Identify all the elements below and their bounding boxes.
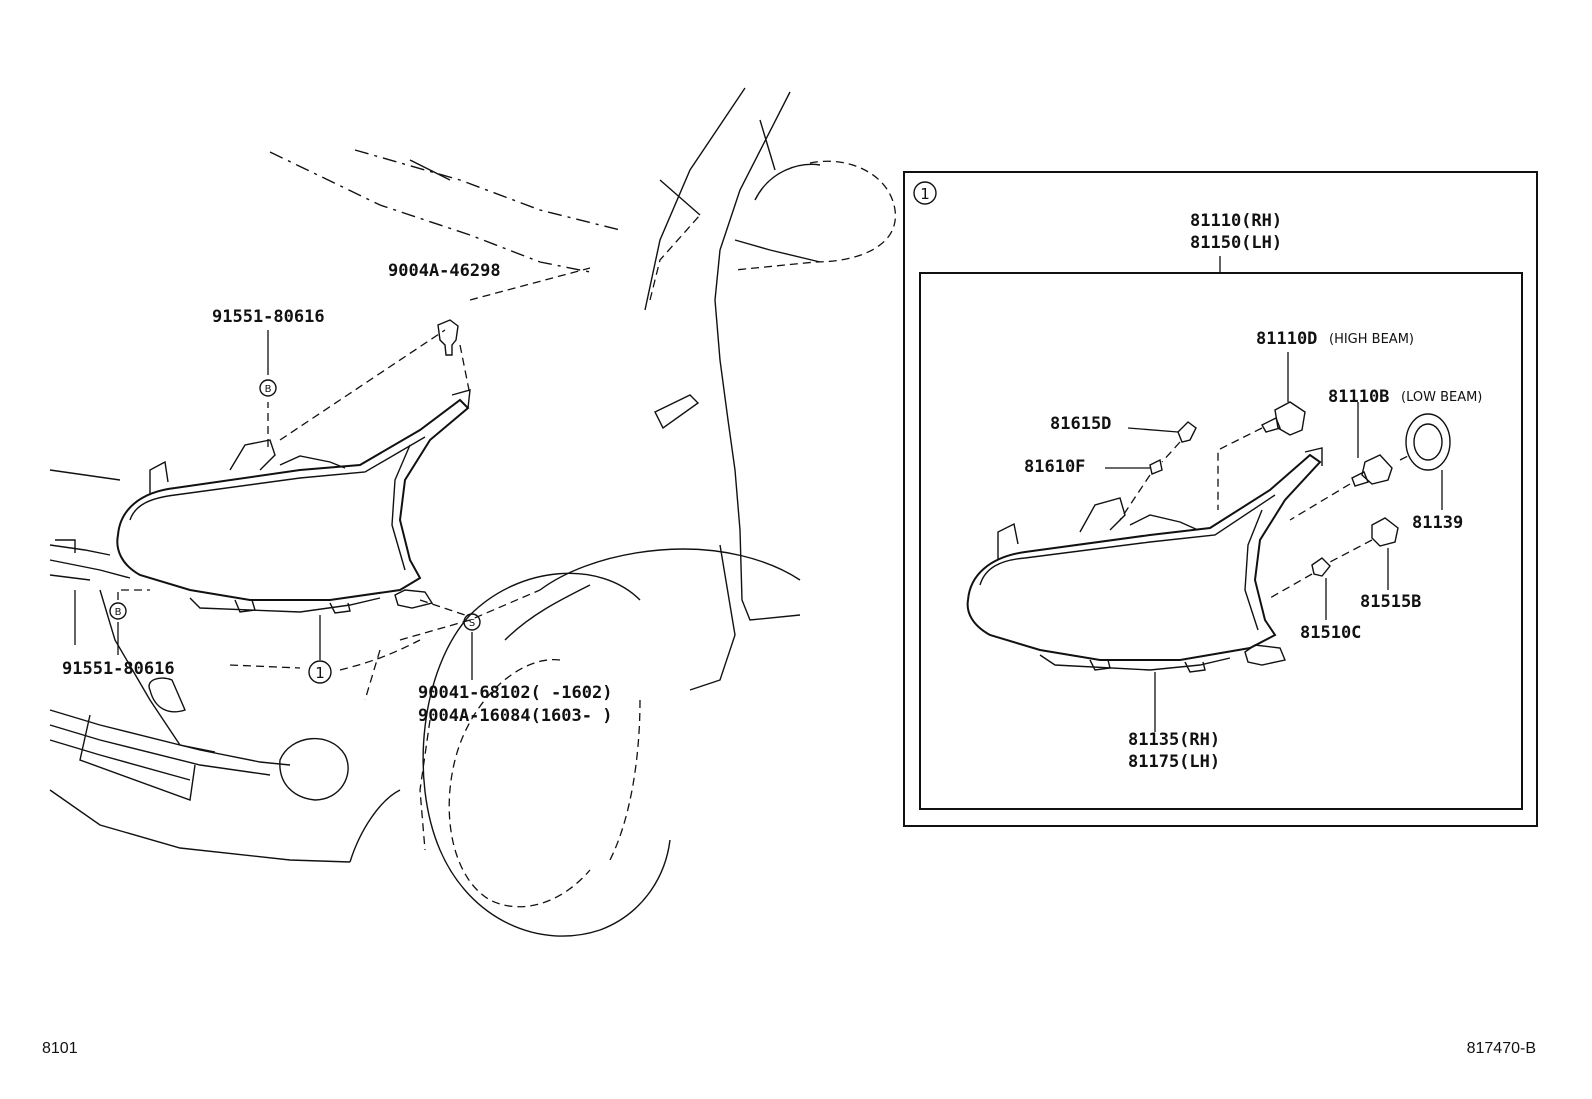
callout-b-top: B — [259, 379, 277, 397]
label-bolt-bottom-left: 91551-80616 — [62, 659, 175, 679]
label-bulb-c: 81510C — [1300, 623, 1361, 643]
label-screw-1: 90041-68102( -1602) — [418, 683, 612, 703]
high-beam-bulb — [1261, 401, 1306, 436]
bulb-c — [1311, 557, 1331, 577]
left-headlamp-assembly — [116, 389, 471, 614]
label-housing-rh: 81135(RH) — [1128, 730, 1220, 750]
label-socket: 81615D — [1050, 414, 1111, 434]
callout-1-left: 1 — [308, 660, 332, 684]
callout-b-bottom: B — [109, 602, 127, 620]
svg-text:B: B — [115, 607, 122, 618]
label-bolt-top-left: 91551-80616 — [212, 307, 325, 327]
label-clip-top: 9004A-46298 — [388, 261, 501, 281]
right-headlamp-housing — [966, 447, 1323, 673]
svg-text:1: 1 — [315, 664, 325, 682]
label-housing-lh: 81175(LH) — [1128, 752, 1220, 772]
label-assy-rh: 81110(RH) — [1190, 211, 1282, 231]
label-low-beam-note: (LOW BEAM) — [1401, 390, 1482, 405]
left-leaders — [74, 267, 591, 680]
label-high-beam-note: (HIGH BEAM) — [1329, 332, 1414, 347]
svg-text:B: B — [265, 384, 272, 395]
label-small-bulb: 81610F — [1024, 457, 1085, 477]
label-cover: 81139 — [1412, 513, 1463, 533]
label-socket-b: 81515B — [1360, 592, 1421, 612]
low-beam-bulb — [1351, 454, 1393, 487]
bulb-cover — [1405, 413, 1451, 471]
vehicle-outline — [49, 87, 896, 937]
svg-text:1: 1 — [920, 185, 930, 203]
clip-part — [437, 319, 459, 356]
socket-b — [1371, 517, 1399, 547]
label-high-beam-num: 81110D — [1256, 329, 1317, 349]
label-screw-2: 9004A-16084(1603- ) — [418, 706, 612, 726]
callout-1-panel: 1 — [913, 181, 937, 205]
callout-s: S — [463, 613, 481, 631]
footer-right-code: 817470-B — [1467, 1040, 1536, 1057]
small-socket — [1177, 421, 1197, 443]
label-assy-lh: 81150(LH) — [1190, 233, 1282, 253]
svg-text:S: S — [469, 618, 475, 629]
label-low-beam-num: 81110B — [1328, 387, 1389, 407]
small-bulb — [1149, 458, 1163, 475]
detail-panel — [903, 171, 1538, 827]
footer-left-code: 8101 — [42, 1040, 78, 1057]
right-leaders — [1105, 352, 1443, 732]
